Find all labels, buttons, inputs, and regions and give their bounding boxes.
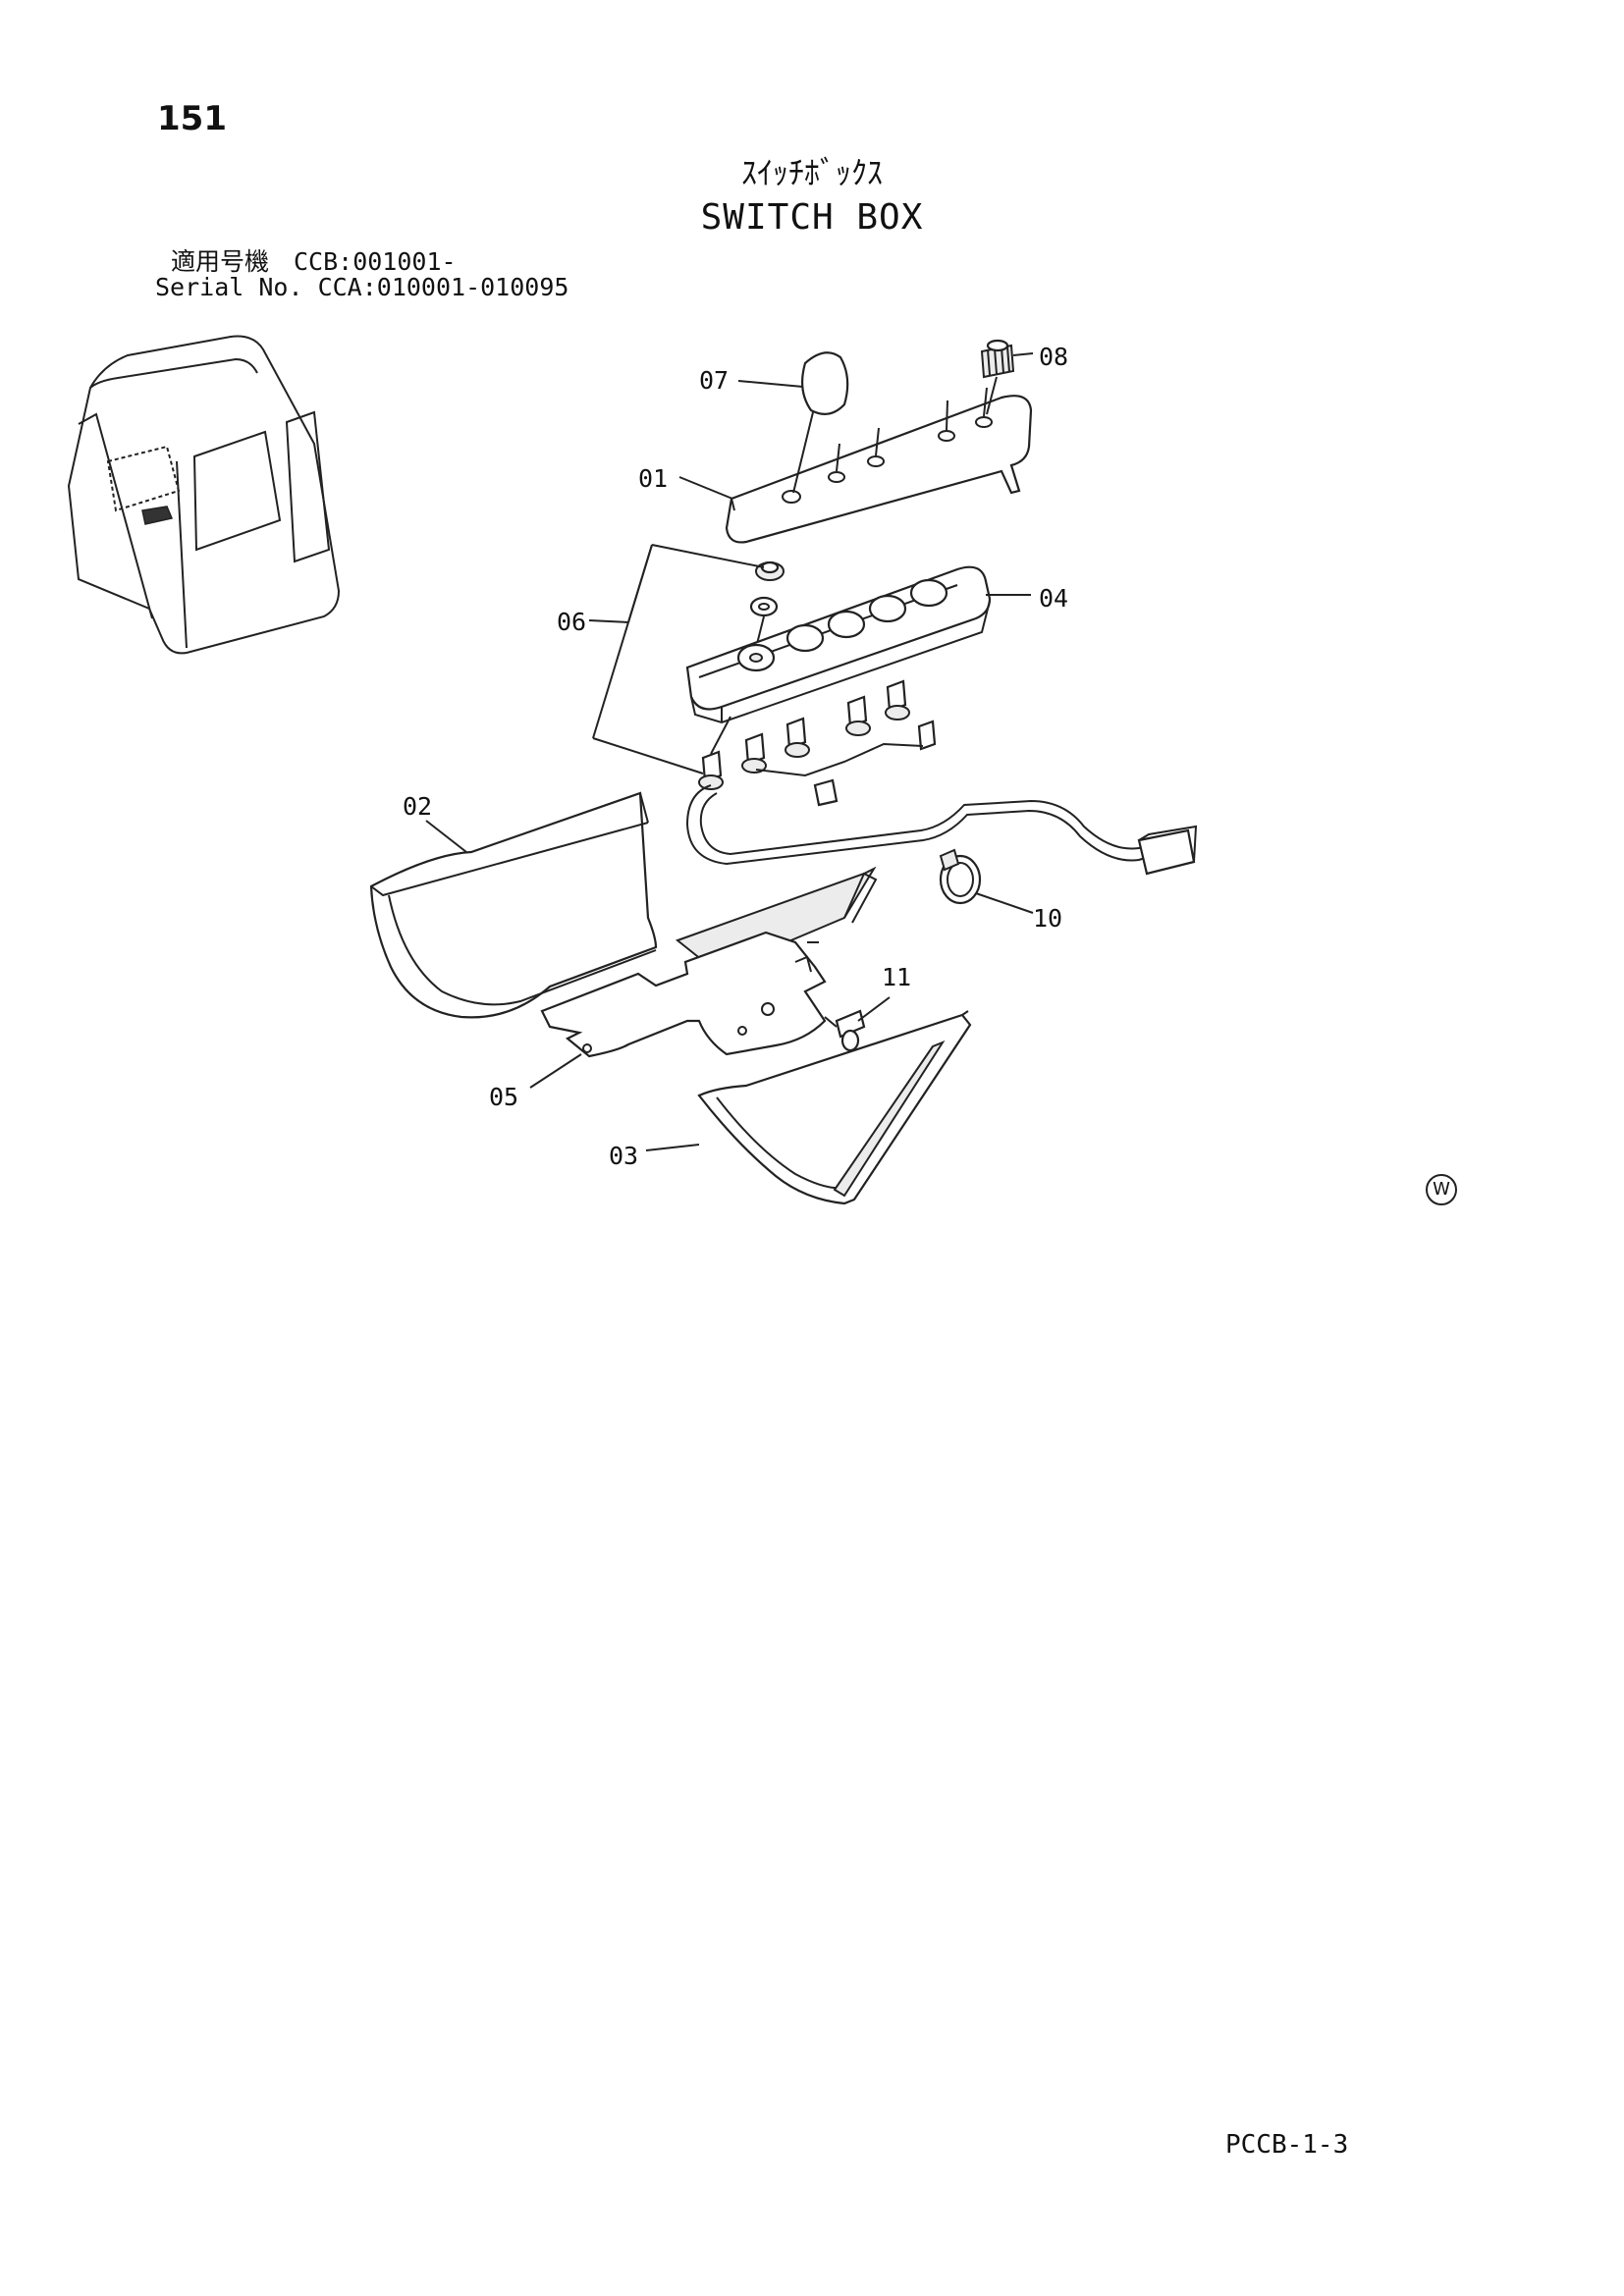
callout-06: 06 xyxy=(557,608,586,636)
part-08-knurled-knob xyxy=(980,339,1015,415)
part-02-left-cover xyxy=(369,791,658,1019)
part-05-bracket-plate xyxy=(540,866,878,1058)
callout-08: 08 xyxy=(1039,343,1068,371)
cab-thumbnail xyxy=(67,335,341,655)
watermark-circle-mark: W xyxy=(1426,1174,1457,1205)
callout-10: 10 xyxy=(1033,904,1062,933)
part-07-knob xyxy=(792,351,849,494)
callout-leaders xyxy=(425,352,1034,1151)
callout-07: 07 xyxy=(699,366,729,395)
callout-03: 03 xyxy=(609,1142,638,1170)
part-04-switch-housing xyxy=(685,565,992,724)
part-03-right-cover xyxy=(697,1010,972,1205)
part-06-bracket xyxy=(592,544,765,774)
title-english: SWITCH BOX xyxy=(700,197,924,238)
part-01-panel-cover xyxy=(725,387,1033,544)
callout-05: 05 xyxy=(489,1083,518,1111)
callout-01: 01 xyxy=(638,464,668,493)
serial-number-line: Serial No. CCA:010001-010095 xyxy=(155,273,569,301)
page-number: 151 xyxy=(157,99,227,138)
switch-harness xyxy=(685,679,1198,876)
title-japanese: ｽｲｯﾁﾎﾞｯｸｽ xyxy=(740,154,883,191)
callout-11: 11 xyxy=(882,963,911,991)
part-10-clamp xyxy=(939,848,982,905)
footer-page-code: PCCB-1-3 xyxy=(1225,2130,1349,2160)
callout-02: 02 xyxy=(403,792,432,821)
part-11-screw xyxy=(824,1009,866,1052)
applicable-serial-line: 適用号機 CCB:001001- xyxy=(171,247,457,276)
callout-04: 04 xyxy=(1039,584,1068,613)
